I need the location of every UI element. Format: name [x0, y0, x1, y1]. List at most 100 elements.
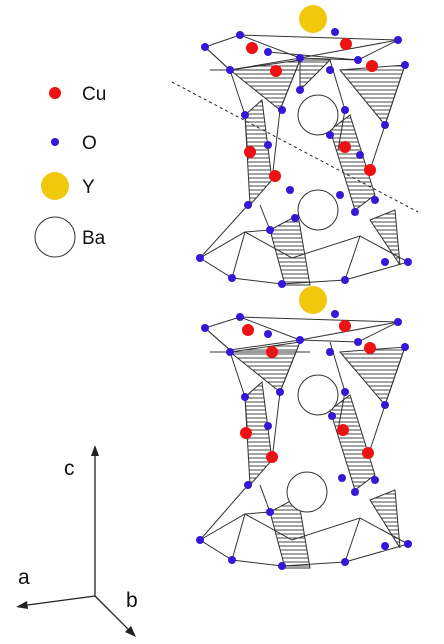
cu-atom: [337, 424, 349, 436]
o-atom: [354, 56, 362, 64]
o-atom: [328, 412, 336, 420]
o-atoms: [196, 28, 412, 570]
cu-atom: [269, 170, 281, 182]
cu-atom: [339, 320, 351, 332]
legend: Cu O Y Ba: [34, 84, 106, 258]
pyramid-hatched: [299, 59, 332, 92]
pyramid-hatched: [269, 214, 311, 286]
cu-atom: [366, 60, 378, 72]
o-atom: [226, 348, 234, 356]
pyramid-hatched: [369, 209, 401, 266]
cu-atom: [340, 38, 352, 50]
cu-atom: [270, 65, 282, 77]
axis-b-label: b: [126, 589, 138, 612]
o-atom: [278, 280, 286, 288]
o-atom: [371, 196, 379, 204]
cu-atom: [246, 42, 258, 54]
o-atom: [331, 28, 339, 36]
o-atom: [196, 254, 204, 262]
o-atom: [264, 141, 272, 149]
o-atom: [228, 556, 236, 564]
y-atom-icon: [41, 172, 69, 200]
o-atom: [241, 111, 249, 119]
o-atom: [296, 336, 304, 344]
axis-c-label: c: [64, 457, 75, 480]
o-atom: [264, 422, 272, 430]
legend-o-label: O: [82, 133, 97, 154]
ba-atom: [297, 374, 339, 416]
o-atom: [244, 481, 252, 489]
o-atom: [394, 36, 402, 44]
axis-a-label: a: [18, 566, 30, 589]
ba-atom: [297, 189, 339, 231]
o-atom: [201, 43, 209, 51]
o-atom: [401, 343, 409, 351]
y-atom: [299, 286, 327, 314]
o-atom: [236, 313, 244, 321]
pyramid-hatched: [269, 496, 311, 569]
o-atom: [404, 540, 412, 548]
o-atom: [401, 61, 409, 69]
o-atom: [296, 86, 304, 94]
o-atom: [394, 318, 402, 326]
o-atom: [338, 474, 346, 482]
o-atom: [278, 106, 286, 114]
ba-atom: [297, 94, 339, 136]
unit-cell-bottom: [199, 316, 410, 569]
unit-cell-top: [199, 34, 410, 286]
legend-ba: Ba: [34, 216, 106, 258]
o-atom: [381, 542, 389, 550]
o-atom: [351, 488, 359, 496]
ba-atom-icon: [34, 216, 76, 258]
octahedron-hatched: [329, 394, 376, 491]
legend-ba-label: Ba: [82, 228, 106, 249]
o-atom: [236, 31, 244, 39]
o-atom: [201, 324, 209, 332]
legend-y-label: Y: [82, 177, 95, 198]
y-atom: [299, 5, 327, 33]
legend-y: Y: [41, 172, 95, 200]
legend-o: O: [51, 133, 97, 154]
o-atom: [326, 348, 334, 356]
o-atom: [331, 310, 339, 318]
cu-atom: [266, 451, 278, 463]
o-atom: [341, 388, 349, 396]
o-atom: [341, 276, 349, 284]
dashed-plane-line: [171, 81, 419, 213]
o-atom: [264, 330, 272, 338]
cu-atom: [362, 447, 374, 459]
o-atom: [356, 151, 364, 159]
o-atom: [196, 536, 204, 544]
cu-atom-icon: [49, 87, 61, 99]
o-atom: [266, 508, 274, 516]
axis-b-arrowhead: [125, 626, 136, 637]
axis-b-line: [94, 595, 133, 634]
o-atom: [381, 121, 389, 129]
pyramid-hatched: [369, 489, 401, 549]
axes-diagram: [16, 445, 136, 637]
o-atom: [341, 106, 349, 114]
o-atom-icon: [51, 138, 59, 146]
o-atom: [326, 131, 334, 139]
o-atom: [296, 54, 304, 62]
o-atom: [326, 66, 334, 74]
axis-c-arrowhead: [91, 445, 99, 456]
cu-atom: [266, 346, 278, 358]
o-atom: [266, 226, 274, 234]
legend-cu-label: Cu: [82, 84, 106, 105]
o-atom: [381, 401, 389, 409]
o-atom: [354, 338, 362, 346]
axis-a-arrowhead: [16, 601, 28, 609]
o-atom: [276, 388, 284, 396]
o-atom: [336, 191, 344, 199]
o-atom: [351, 208, 359, 216]
ba-atoms: [286, 94, 339, 513]
axis-a-line: [19, 595, 96, 607]
cu-atom: [240, 427, 252, 439]
o-atom: [228, 274, 236, 282]
o-atom: [371, 476, 379, 484]
ba-atom: [286, 471, 328, 513]
o-atom: [278, 562, 286, 570]
cu-atom: [364, 342, 376, 354]
